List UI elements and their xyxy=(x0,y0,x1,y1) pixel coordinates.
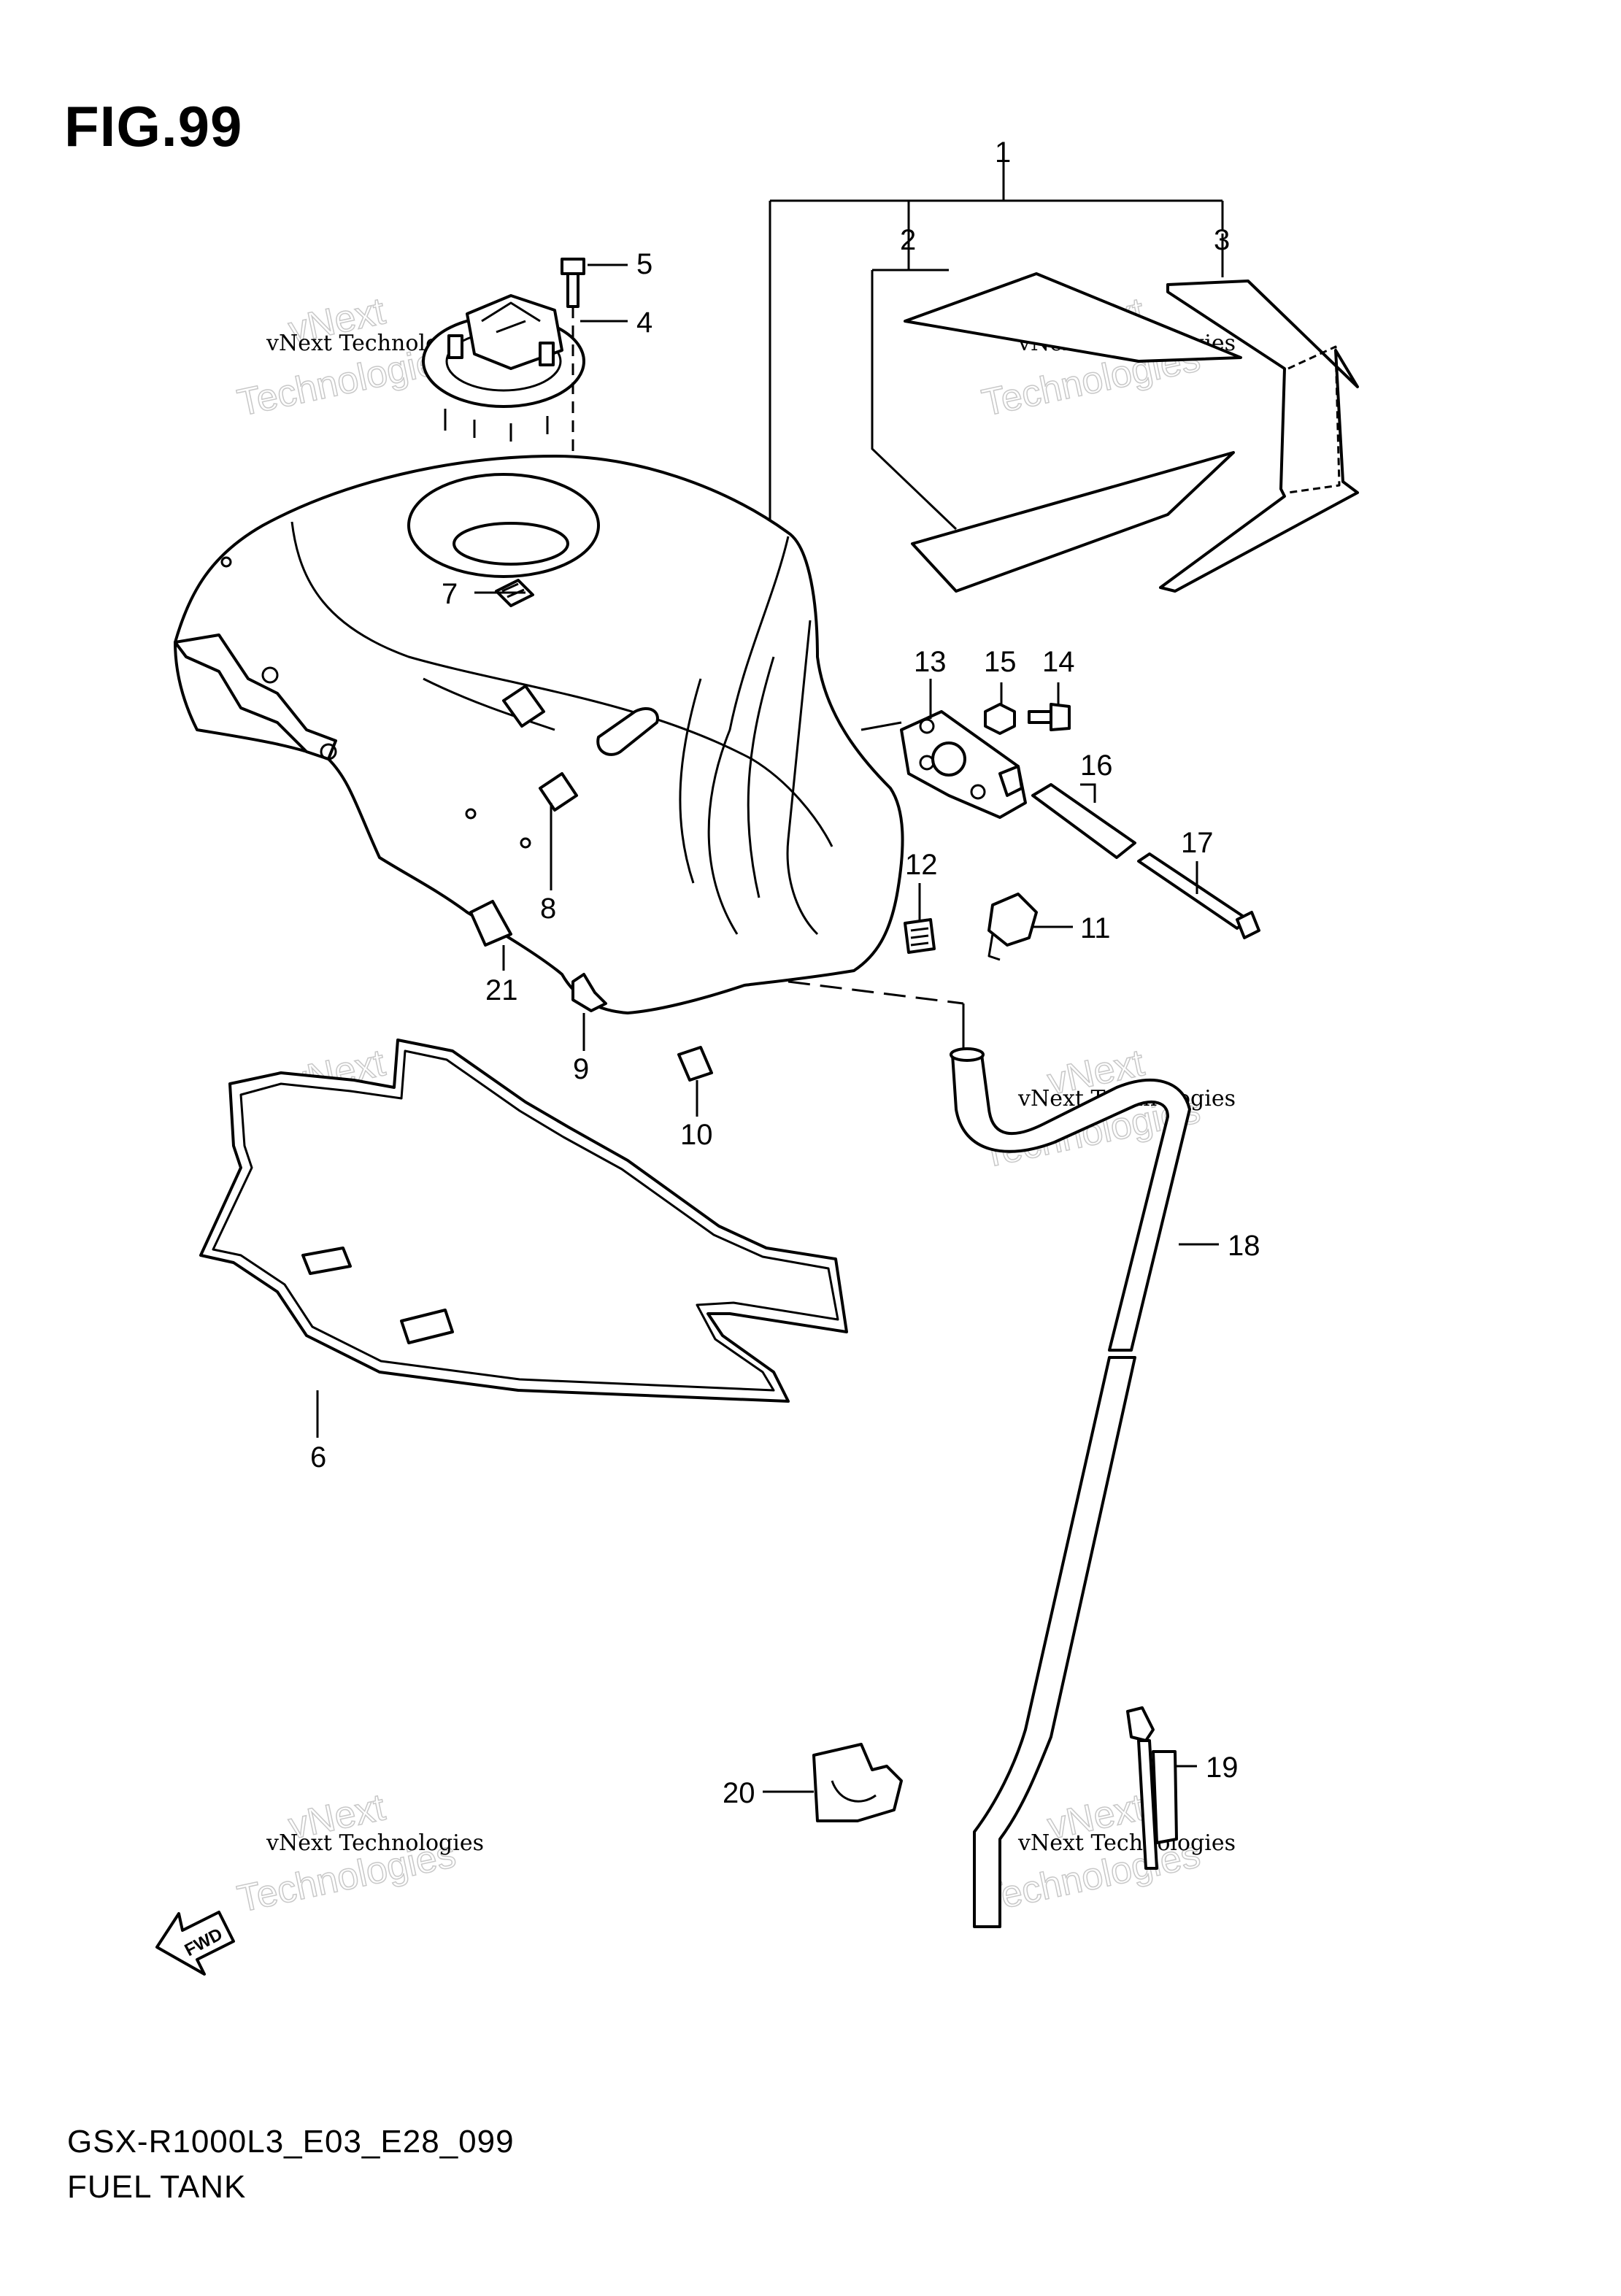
leader-lines xyxy=(316,263,1219,1793)
pump-detail xyxy=(481,301,541,334)
plate-12-pattern xyxy=(910,927,929,947)
fuel-pump-assembly xyxy=(422,258,585,536)
bracket-13-guide xyxy=(860,721,902,731)
callout-11: 11 xyxy=(1080,912,1111,944)
clamp-20 xyxy=(812,1743,903,1822)
bolt-14-shank xyxy=(1028,710,1052,724)
callout-18: 18 xyxy=(1228,1230,1260,1262)
nut-15 xyxy=(984,703,1016,735)
seal-6 xyxy=(199,1039,848,1403)
callout-2: 2 xyxy=(900,224,916,256)
callout-16: 16 xyxy=(1080,750,1113,782)
watermark-5: Technologies vNext vNext Technologies xyxy=(234,1786,484,1922)
seal-6-tab xyxy=(301,1247,352,1275)
hose-18-end xyxy=(950,1047,985,1062)
callout-8: 8 xyxy=(540,893,556,925)
callout-1: 1 xyxy=(995,136,1011,169)
mount-8 xyxy=(539,772,578,812)
bracket-13-tab xyxy=(998,765,1023,797)
valve-11-stem xyxy=(987,933,1001,961)
pump-stud xyxy=(447,334,463,359)
tank-contour xyxy=(290,521,833,847)
bracket-13-hole xyxy=(919,718,935,734)
bracket-13-hole xyxy=(970,784,986,800)
watermark-small: vNext Technologies xyxy=(1017,1830,1236,1856)
callout-20: 20 xyxy=(723,1777,755,1809)
callout-10: 10 xyxy=(680,1119,713,1151)
callout-14: 14 xyxy=(1042,646,1075,678)
callout-3: 3 xyxy=(1214,224,1230,256)
clip-19-band xyxy=(1152,1750,1178,1844)
bolt-17 xyxy=(1137,852,1250,930)
callout-15: 15 xyxy=(984,646,1017,678)
pump-body xyxy=(466,294,563,370)
decal-2-upper xyxy=(904,272,1242,363)
bracket-hole xyxy=(261,666,279,684)
pad-21 xyxy=(469,900,512,947)
callout-21: 21 xyxy=(485,974,518,1006)
breather-hose xyxy=(788,980,1191,1928)
clamp-20-detail xyxy=(831,1780,877,1803)
callout-13: 13 xyxy=(914,646,947,678)
watermark-small: vNext Technologies xyxy=(266,1830,484,1856)
tank-contour xyxy=(679,678,702,884)
hose-guide xyxy=(788,980,964,1005)
tank-hole xyxy=(465,808,477,820)
callout-7: 7 xyxy=(442,578,458,610)
clip-9 xyxy=(571,973,607,1012)
seal-6-tab xyxy=(400,1309,454,1344)
fwd-arrow-icon: FWD xyxy=(155,1911,235,1976)
bracket-13-hole xyxy=(919,755,935,771)
figure-name: FUEL TANK xyxy=(67,2169,247,2205)
fuel-tank xyxy=(174,455,904,1014)
pump-legs xyxy=(444,409,549,442)
clip-19-strap xyxy=(1137,1739,1158,1870)
hose-18-lower xyxy=(973,1356,1136,1928)
callout-9: 9 xyxy=(573,1053,589,1085)
mount-pad xyxy=(502,685,545,728)
callout-17: 17 xyxy=(1181,827,1214,859)
bracket-2 xyxy=(871,230,958,531)
bracket-1 xyxy=(769,153,1224,536)
tank-contour xyxy=(707,536,790,935)
clip-19-head xyxy=(1126,1706,1155,1742)
callout-19: 19 xyxy=(1206,1752,1239,1784)
front-bracket-assembly xyxy=(860,703,1260,961)
valve-11 xyxy=(987,893,1038,947)
tank-hole xyxy=(220,556,232,568)
decal-3 xyxy=(1159,280,1359,593)
tank-contour xyxy=(747,656,775,898)
decal-2-lower xyxy=(911,451,1235,593)
hose-18-upper xyxy=(951,1053,1191,1352)
figure-code: GSX-R1000L3_E03_E28_099 xyxy=(67,2124,515,2160)
leader-16 xyxy=(1080,783,1096,803)
seal-6-inner xyxy=(212,1049,839,1392)
callout-5: 5 xyxy=(636,248,652,280)
filler-neck-inner xyxy=(453,522,569,566)
callout-labels: 1 2 3 4 5 6 7 8 9 10 11 12 13 14 15 16 1… xyxy=(310,136,1260,1809)
decal-3-center xyxy=(1287,345,1341,494)
collar-16 xyxy=(1031,783,1136,859)
bolt-17-head xyxy=(1236,911,1260,939)
tank-outline xyxy=(174,455,904,1014)
callout-4: 4 xyxy=(636,307,652,339)
bolt-5 xyxy=(561,258,585,308)
figure-title: FIG.99 xyxy=(64,94,243,158)
tank-contour xyxy=(423,677,555,731)
mount-cylinder xyxy=(596,707,659,756)
small-parts xyxy=(469,900,713,1082)
grommet-10 xyxy=(677,1046,713,1082)
callout-12: 12 xyxy=(905,849,938,881)
bracket-hole xyxy=(320,743,337,760)
pump-stud xyxy=(539,342,555,366)
bolt-14-head xyxy=(1050,703,1071,731)
tank-hole xyxy=(520,837,531,849)
seal-6-outline xyxy=(199,1039,848,1403)
bracket-13-bore xyxy=(931,741,966,777)
decal-set xyxy=(769,153,1359,593)
tank-contour xyxy=(786,620,819,936)
callout-6: 6 xyxy=(310,1441,326,1473)
